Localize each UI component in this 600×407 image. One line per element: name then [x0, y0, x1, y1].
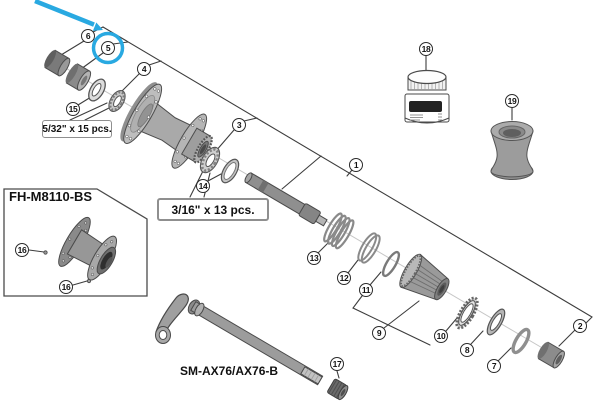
callout-18: 18 — [419, 42, 433, 56]
washer-part-15 — [88, 78, 106, 102]
highlight-circle — [91, 31, 125, 65]
callout-12: 12 — [337, 271, 351, 285]
ring-part-7 — [511, 327, 531, 355]
grease-jar — [404, 69, 450, 124]
highlight-arrow-head — [92, 22, 103, 31]
callout-14: 14 — [196, 179, 210, 193]
spec-box-5-32: 5/32" x 15 pcs. — [42, 120, 112, 138]
axle-part — [244, 172, 328, 227]
thru-axle-assembly — [155, 293, 349, 401]
ball-retainer-part-4 — [108, 89, 126, 113]
callout-19: 19 — [505, 94, 519, 108]
callout-5: 5 — [101, 41, 115, 55]
inset-screw-b — [86, 278, 92, 284]
highlight-arrow-shaft — [34, 0, 95, 27]
seal-ring-part-14 — [220, 158, 240, 184]
callout-3: 3 — [232, 118, 246, 132]
spec-box-3-16: 3/16" x 13 pcs. — [157, 198, 269, 221]
hub-shell-part — [120, 82, 213, 169]
callout-11: 11 — [359, 283, 373, 297]
callout-13: 13 — [307, 251, 321, 265]
washer-part-8 — [486, 308, 506, 336]
callout-1: 1 — [349, 158, 363, 172]
callout-7: 7 — [487, 359, 501, 373]
callout-9: 9 — [372, 326, 386, 340]
callout-6: 6 — [81, 29, 95, 43]
left-end-cap-part — [44, 49, 71, 77]
callout-8: 8 — [460, 343, 474, 357]
callout-17: 17 — [330, 357, 344, 371]
o-ring-part-11 — [381, 250, 401, 278]
inset-product-label: FH-M8110-BS — [9, 189, 93, 204]
right-end-cap-part — [537, 341, 565, 369]
lockring-part-10 — [455, 296, 479, 330]
callout-15: 15 — [66, 102, 80, 116]
inset-screw-a — [43, 250, 48, 255]
callout-16a: 16 — [15, 243, 29, 257]
callout-4: 4 — [137, 62, 151, 76]
spring-part-13 — [323, 212, 355, 250]
axle-end-cap-17 — [327, 378, 349, 401]
leader-lines — [28, 26, 593, 379]
callout-10: 10 — [434, 329, 448, 343]
callout-16b: 16 — [59, 280, 73, 294]
cone-part — [65, 63, 92, 91]
spacer-cone-part-19 — [490, 121, 534, 180]
callout-2: 2 — [573, 319, 587, 333]
inset-hub-image — [58, 216, 117, 281]
freehub-body-part-9 — [399, 253, 450, 301]
thru-axle-label: SM-AX76/AX76-B — [180, 364, 279, 378]
jar-label-band — [409, 101, 442, 112]
ring-part-12 — [357, 232, 381, 264]
ball-retainer-part-3 — [199, 146, 221, 174]
inset-frame — [3, 188, 148, 297]
axle-shaft — [190, 301, 324, 386]
